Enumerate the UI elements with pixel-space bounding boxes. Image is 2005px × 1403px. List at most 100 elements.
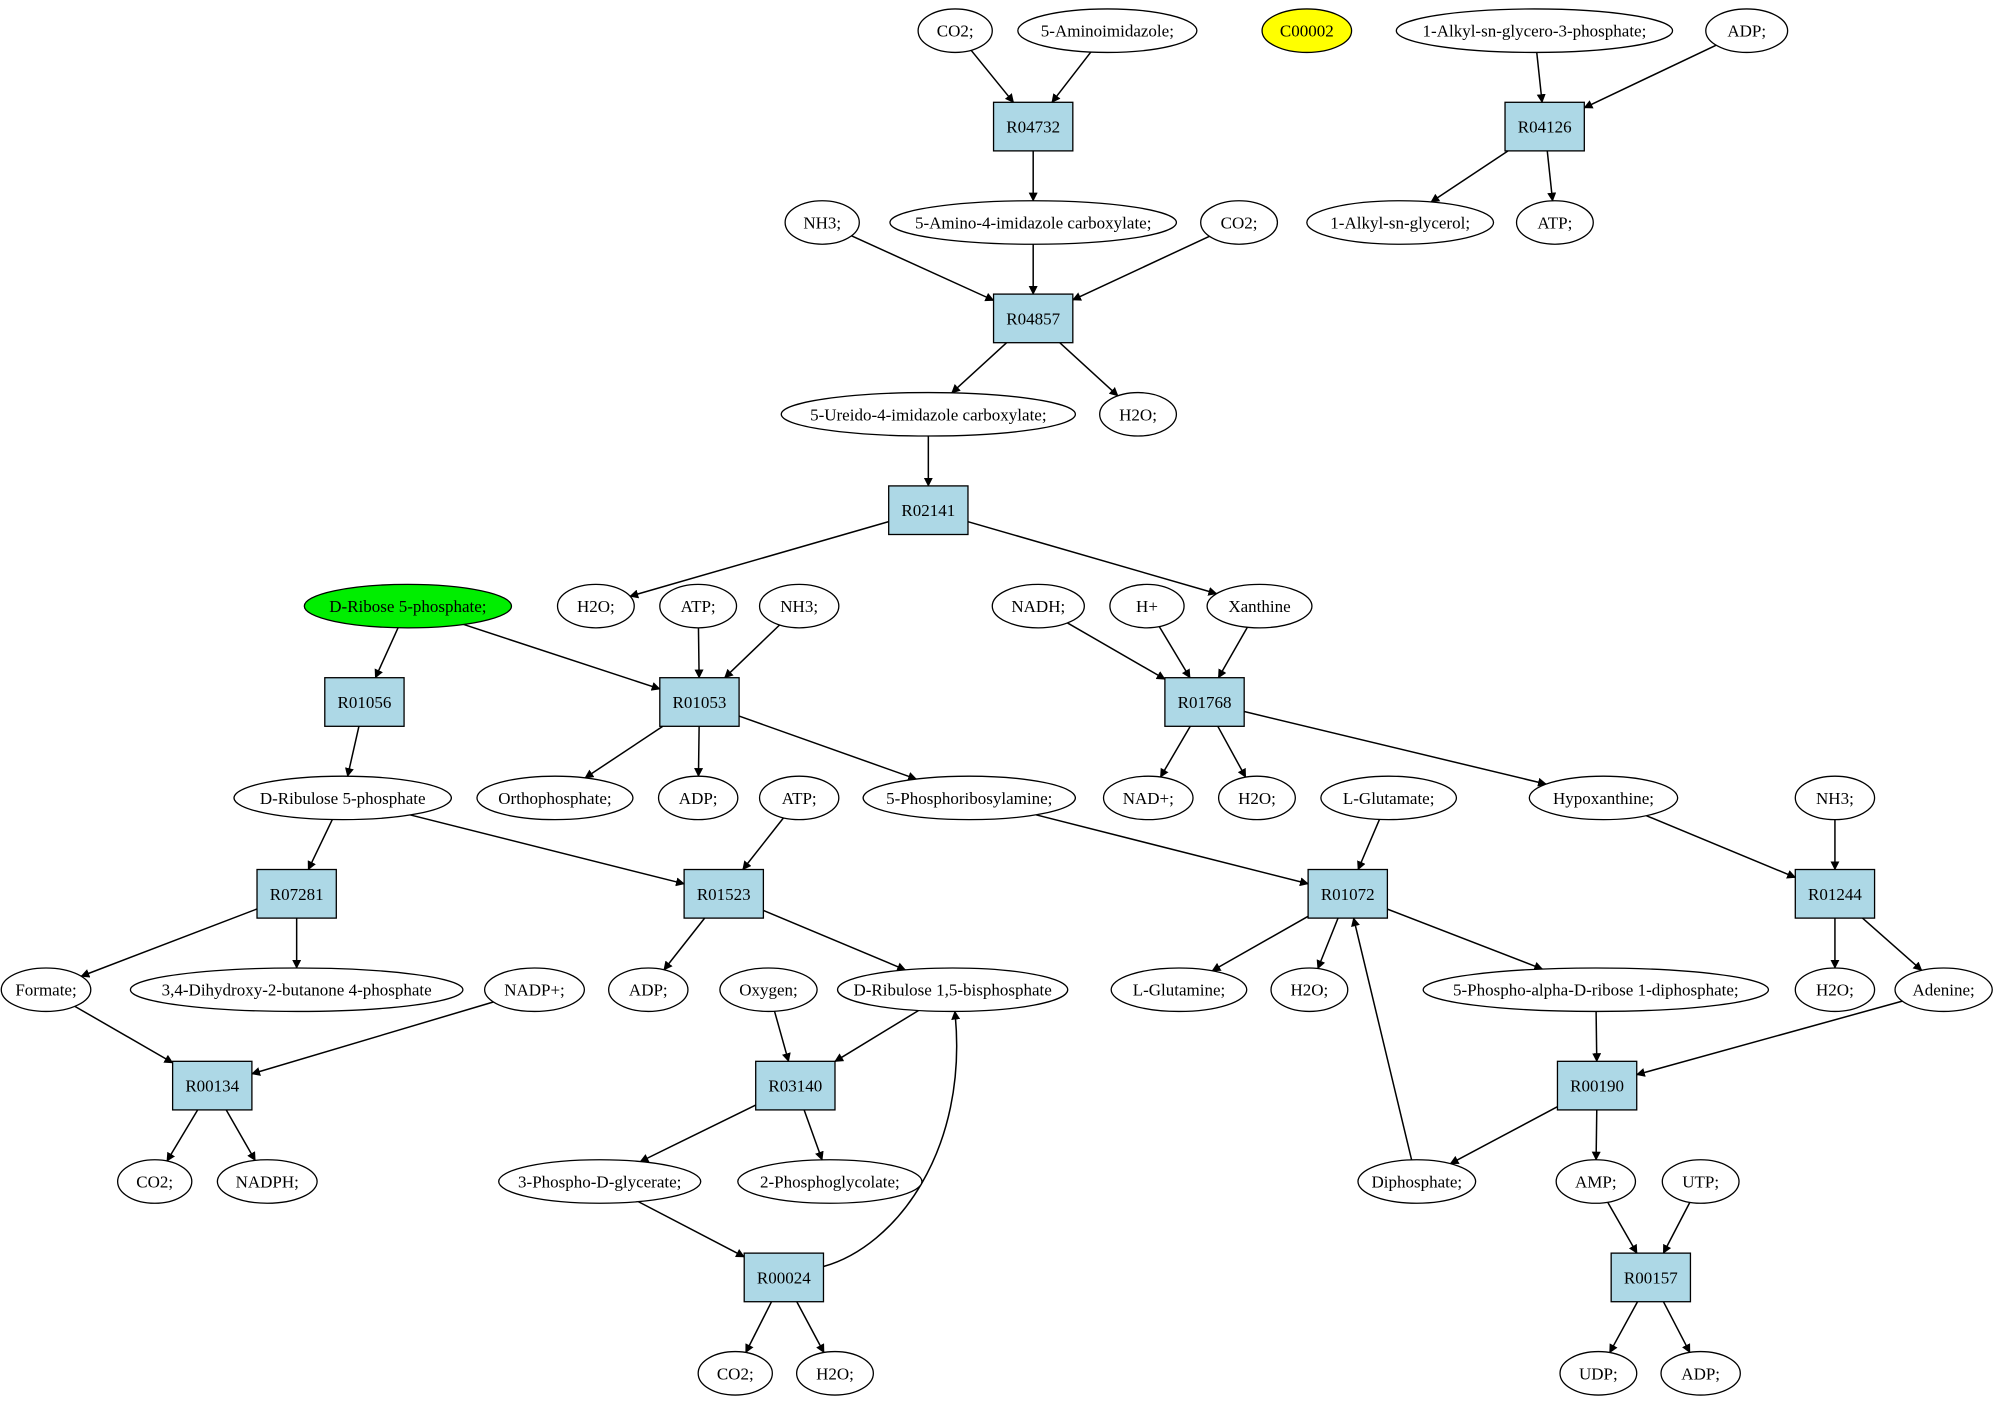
compound-node-aica[interactable]: 5-Amino-4-imidazole carboxylate; — [889, 200, 1178, 245]
compound-node-formate[interactable]: Formate; — [0, 967, 92, 1013]
reaction-node-r01244[interactable]: R01244 — [1794, 868, 1876, 919]
compound-node-nadplus[interactable]: NAD+; — [1102, 775, 1194, 821]
compound-ellipse — [498, 1159, 702, 1204]
compound-node-nh3_c[interactable]: NH3; — [1794, 775, 1876, 821]
compound-node-adp_c[interactable]: ADP; — [608, 967, 689, 1013]
compound-node-ribulose5p[interactable]: D-Ribulose 5-phosphate — [233, 775, 453, 821]
compound-node-h2o_c[interactable]: H2O; — [1217, 775, 1296, 821]
reaction-node-r00190[interactable]: R00190 — [1556, 1060, 1638, 1111]
compound-node-aminoimidazole[interactable]: 5-Aminoimidazole; — [1017, 8, 1198, 54]
node-label: R04857 — [1006, 309, 1060, 328]
compound-node-rubp[interactable]: D-Ribulose 1,5-bisphosphate — [836, 967, 1069, 1013]
compound-node-pga[interactable]: 3-Phospho-D-glycerate; — [498, 1159, 702, 1204]
compound-node-adp_a[interactable]: ADP; — [1705, 8, 1789, 54]
reaction-node-r02141[interactable]: R02141 — [888, 485, 969, 536]
compound-node-ribose5p[interactable]: D-Ribose 5-phosphate; — [303, 583, 513, 629]
compound-node-adenine[interactable]: Adenine; — [1894, 967, 1993, 1013]
reaction-node-r01768[interactable]: R01768 — [1164, 677, 1245, 727]
compound-node-prpp[interactable]: 5-Phospho-alpha-D-ribose 1-diphosphate; — [1422, 967, 1770, 1013]
reaction-node-r01523[interactable]: R01523 — [683, 868, 765, 919]
compound-ellipse — [659, 583, 738, 629]
compound-node-nadph[interactable]: NADPH; — [216, 1159, 318, 1204]
node-label: ADP; — [679, 789, 718, 808]
edge-formate-to-r00134 — [74, 1005, 174, 1064]
compound-node-c00002[interactable]: C00002 — [1261, 8, 1353, 54]
compound-node-hplus[interactable]: H+ — [1109, 583, 1185, 629]
compound-node-h2o_e[interactable]: H2O; — [1794, 967, 1876, 1013]
compound-ellipse — [917, 8, 993, 54]
compound-node-co2_b[interactable]: CO2; — [1200, 200, 1279, 245]
compound-ellipse — [216, 1159, 318, 1204]
compound-ellipse — [556, 583, 635, 629]
node-label: UDP; — [1579, 1364, 1618, 1383]
compound-node-co2_d[interactable]: CO2; — [697, 1350, 773, 1396]
reaction-box — [324, 677, 405, 727]
compound-node-adp_d[interactable]: ADP; — [1660, 1350, 1741, 1396]
compound-node-diphosphate[interactable]: Diphosphate; — [1357, 1159, 1477, 1204]
compound-node-oxygen[interactable]: Oxygen; — [719, 967, 818, 1013]
reaction-node-r03140[interactable]: R03140 — [755, 1060, 836, 1111]
node-label: CO2; — [937, 22, 974, 41]
edge-r04126-to-atp_a — [1546, 150, 1557, 202]
compound-ellipse — [1660, 1350, 1741, 1396]
compound-node-co2_c[interactable]: CO2; — [116, 1159, 193, 1204]
compound-node-glutamine[interactable]: L-Glutamine; — [1110, 967, 1248, 1013]
reaction-node-r04732[interactable]: R04732 — [992, 101, 1074, 152]
reaction-node-r01072[interactable]: R01072 — [1307, 868, 1389, 919]
compound-ellipse — [1306, 200, 1495, 245]
compound-node-adp_b[interactable]: ADP; — [657, 775, 739, 821]
compound-ellipse — [1200, 200, 1279, 245]
compound-node-orthophosphate[interactable]: Orthophosphate; — [476, 775, 634, 821]
reaction-node-r04126[interactable]: R04126 — [1504, 101, 1585, 152]
reaction-node-r01053[interactable]: R01053 — [659, 677, 740, 727]
reaction-node-r00024[interactable]: R00024 — [743, 1252, 825, 1303]
compound-node-amp[interactable]: AMP; — [1555, 1159, 1637, 1204]
reaction-node-r07281[interactable]: R07281 — [256, 868, 337, 919]
compound-node-alkyl_g3p[interactable]: 1-Alkyl-sn-glycero-3-phosphate; — [1395, 8, 1674, 54]
compound-node-ureido[interactable]: 5-Ureido-4-imidazole carboxylate; — [780, 391, 1077, 437]
compound-node-phosphoglycolate[interactable]: 2-Phosphoglycolate; — [737, 1159, 923, 1204]
edge-r01768-to-nadplus — [1159, 725, 1191, 778]
compound-ellipse — [784, 200, 860, 245]
compound-node-xanthine[interactable]: Xanthine — [1206, 583, 1313, 629]
compound-node-dhbp[interactable]: 3,4-Dihydroxy-2-butanone 4-phosphate — [129, 967, 464, 1013]
reaction-node-r04857[interactable]: R04857 — [992, 293, 1074, 344]
reaction-node-r00157[interactable]: R00157 — [1610, 1252, 1692, 1303]
compound-node-nadh[interactable]: NADH; — [991, 583, 1085, 629]
node-label: R01053 — [673, 693, 727, 712]
reaction-box — [888, 485, 969, 536]
compound-node-hypoxanthine[interactable]: Hypoxanthine; — [1528, 775, 1679, 821]
compound-node-atp_b[interactable]: ATP; — [659, 583, 738, 629]
node-label: CO2; — [1221, 213, 1258, 232]
compound-node-phosphoribosylamine[interactable]: 5-Phosphoribosylamine; — [862, 775, 1077, 821]
compound-ellipse — [758, 583, 840, 629]
compound-node-h2o_d[interactable]: H2O; — [1270, 967, 1349, 1013]
edge-r01768-to-h2o_c — [1217, 725, 1247, 778]
reaction-node-r01056[interactable]: R01056 — [324, 677, 405, 727]
compound-node-h2o_b[interactable]: H2O; — [556, 583, 635, 629]
compound-node-atp_a[interactable]: ATP; — [1515, 200, 1594, 245]
edge-utp-to-r00157 — [1662, 1202, 1691, 1254]
edge-oxygen-to-r03140 — [773, 1011, 791, 1063]
edge-nadh-to-r01768 — [1067, 622, 1166, 680]
compound-node-co2_a[interactable]: CO2; — [917, 8, 993, 54]
compound-ellipse — [1110, 967, 1248, 1013]
compound-node-nadpplus[interactable]: NADP+; — [483, 967, 586, 1013]
compound-ellipse — [991, 583, 1085, 629]
edge-diphosphate-to-r01072 — [1351, 917, 1413, 1161]
compound-node-nh3_b[interactable]: NH3; — [758, 583, 840, 629]
compound-node-nh3_a[interactable]: NH3; — [784, 200, 860, 245]
compound-node-udp[interactable]: UDP; — [1559, 1350, 1638, 1396]
edge-nh3_a-to-r04857 — [851, 235, 995, 302]
edge-r00157-to-adp_d — [1662, 1301, 1691, 1354]
compound-node-alkyl_glycerol[interactable]: 1-Alkyl-sn-glycerol; — [1306, 200, 1495, 245]
compound-node-h2o_f[interactable]: H2O; — [795, 1350, 875, 1396]
node-label: ADP; — [629, 981, 668, 1000]
compound-node-utp[interactable]: UTP; — [1661, 1159, 1740, 1204]
compound-node-atp_c[interactable]: ATP; — [758, 775, 840, 821]
node-label: H2O; — [1238, 789, 1276, 808]
compound-node-glutamate[interactable]: L-Glutamate; — [1320, 775, 1458, 821]
compound-node-h2o_a[interactable]: H2O; — [1099, 391, 1178, 437]
reaction-node-r00134[interactable]: R00134 — [171, 1060, 253, 1111]
reaction-box — [1307, 868, 1389, 919]
